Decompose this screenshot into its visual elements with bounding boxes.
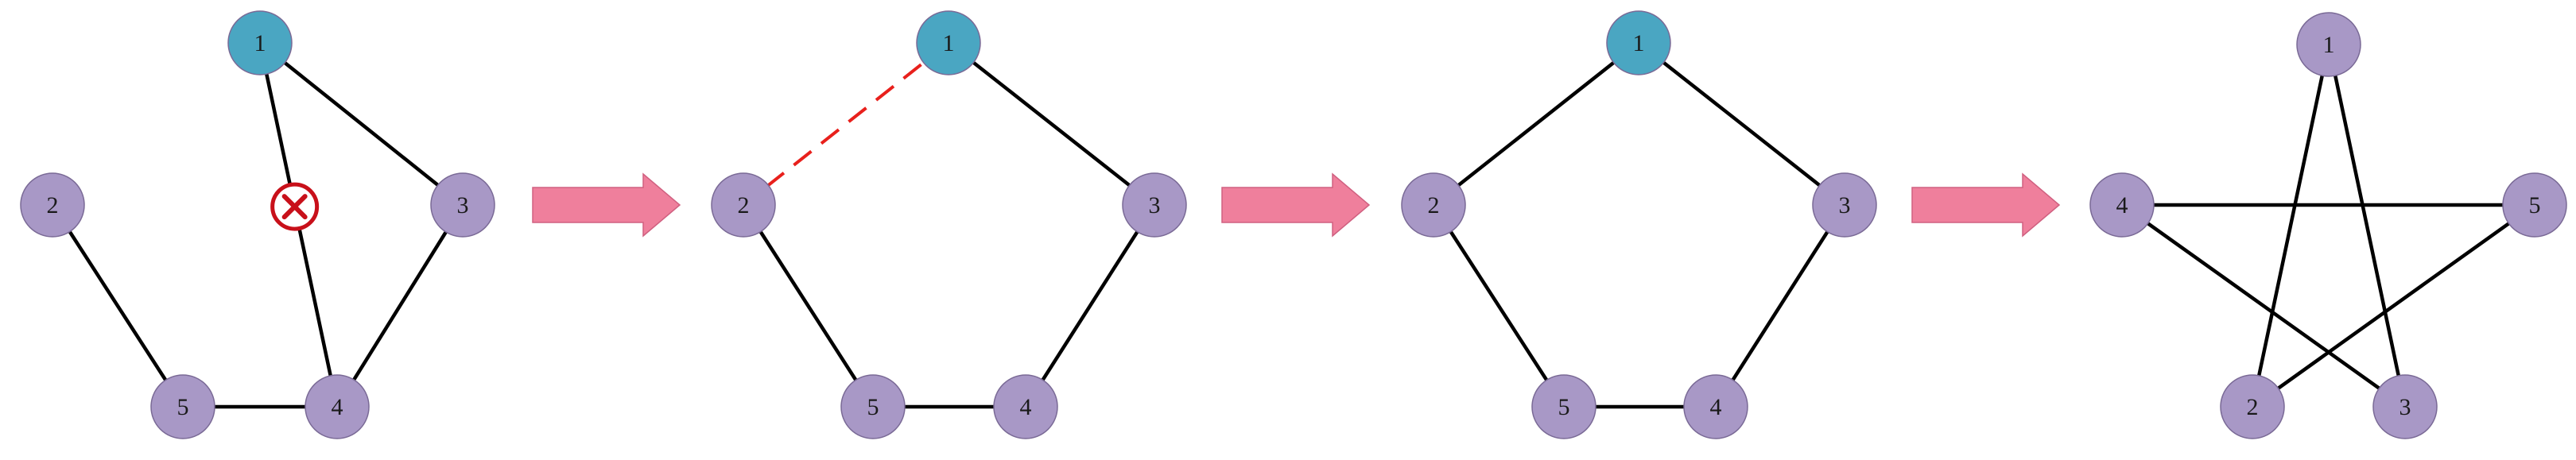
edge-1-3 <box>258 41 464 207</box>
node-2: 2 <box>711 172 776 238</box>
nodes: 1 2 3 4 5 <box>711 10 1187 439</box>
node-label: 1 <box>254 30 266 56</box>
node-circle <box>2296 12 2361 77</box>
edge-3-4 <box>2120 203 2407 408</box>
node-circle <box>305 374 370 439</box>
graph-panel-4: 1 2 3 4 5 <box>2089 12 2567 439</box>
edge-1-3 <box>947 41 1156 207</box>
edge-3-4 <box>1024 203 1156 408</box>
cut-edge-icon <box>270 182 320 231</box>
edge-1-2 <box>2250 44 2331 408</box>
right-arrow-3 <box>1911 172 2061 238</box>
edges <box>1432 41 1846 409</box>
node-label: 2 <box>1428 192 1440 218</box>
node-label: 5 <box>1558 394 1570 420</box>
node-1: 1 <box>2296 12 2361 77</box>
node-4: 4 <box>305 374 370 439</box>
right-arrow-1 <box>532 172 681 238</box>
node-circle <box>1401 172 1466 238</box>
node-circle <box>1606 10 1671 75</box>
edge-5-2 <box>1432 203 1565 408</box>
node-label: 3 <box>1149 192 1161 218</box>
edges <box>742 41 1156 409</box>
edge-1-3 <box>2326 44 2407 408</box>
node-5: 5 <box>1531 374 1596 439</box>
node-circle <box>1122 172 1187 238</box>
graph-panel-1: 1 2 3 4 5 <box>20 10 495 439</box>
graph-panel-3: 1 2 3 4 5 <box>1401 10 1877 439</box>
edge-1-2 <box>1432 41 1640 207</box>
edge-5-2 <box>51 203 184 408</box>
node-label: 2 <box>738 192 750 218</box>
node-label: 5 <box>867 394 879 420</box>
transition-arrows <box>532 172 2061 238</box>
node-circle <box>2502 172 2567 238</box>
node-2: 2 <box>20 172 85 238</box>
node-label: 2 <box>47 192 59 218</box>
node-label: 4 <box>332 394 343 420</box>
nodes: 1 2 3 4 5 <box>2089 12 2567 439</box>
edges <box>2120 44 2536 408</box>
node-circle <box>993 374 1058 439</box>
node-label: 3 <box>2399 394 2411 420</box>
node-3: 3 <box>1812 172 1877 238</box>
edge-1-3 <box>1637 41 1846 207</box>
node-5: 5 <box>2502 172 2567 238</box>
node-label: 4 <box>2116 192 2128 218</box>
node-label: 3 <box>1839 192 1851 218</box>
node-1: 1 <box>1606 10 1671 75</box>
node-circle <box>916 10 981 75</box>
node-4: 4 <box>1683 374 1748 439</box>
node-circle <box>227 10 293 75</box>
node-label: 1 <box>943 30 955 56</box>
node-1: 1 <box>916 10 981 75</box>
nodes: 1 2 3 4 5 <box>1401 10 1877 439</box>
edge-2-5 <box>2251 203 2536 408</box>
node-circle <box>840 374 906 439</box>
node-2: 2 <box>1401 172 1466 238</box>
node-circle <box>1683 374 1748 439</box>
node-label: 4 <box>1710 394 1722 420</box>
node-circle <box>1531 374 1596 439</box>
node-circle <box>2220 374 2285 439</box>
node-circle <box>150 374 215 439</box>
node-4: 4 <box>993 374 1058 439</box>
node-label: 2 <box>2247 394 2259 420</box>
graph-panels: 1 2 3 4 5 1 2 3 4 5 1 2 3 4 5 1 2 3 4 5 <box>20 10 2567 439</box>
edge-1-2-dashed <box>742 41 950 207</box>
node-1: 1 <box>227 10 293 75</box>
node-5: 5 <box>840 374 906 439</box>
node-3: 3 <box>430 172 495 238</box>
node-circle <box>2089 172 2155 238</box>
node-4: 4 <box>2089 172 2155 238</box>
node-5: 5 <box>150 374 215 439</box>
edges <box>51 41 464 409</box>
node-2: 2 <box>2220 374 2285 439</box>
node-label: 1 <box>1633 30 1645 56</box>
node-circle <box>711 172 776 238</box>
graph-panel-2: 1 2 3 4 5 <box>711 10 1187 439</box>
edge-3-4 <box>336 203 464 408</box>
node-3: 3 <box>2372 374 2438 439</box>
node-circle <box>2372 374 2438 439</box>
edge-3-4 <box>1714 203 1846 408</box>
node-label: 3 <box>457 192 469 218</box>
node-label: 4 <box>1020 394 1032 420</box>
node-label: 5 <box>2529 192 2541 218</box>
node-label: 5 <box>177 394 189 420</box>
edge-5-2 <box>742 203 875 408</box>
node-label: 1 <box>2323 32 2335 58</box>
node-circle <box>20 172 85 238</box>
nodes: 1 2 3 4 5 <box>20 10 495 439</box>
node-3: 3 <box>1122 172 1187 238</box>
right-arrow-2 <box>1221 172 1371 238</box>
node-circle <box>430 172 495 238</box>
node-circle <box>1812 172 1877 238</box>
